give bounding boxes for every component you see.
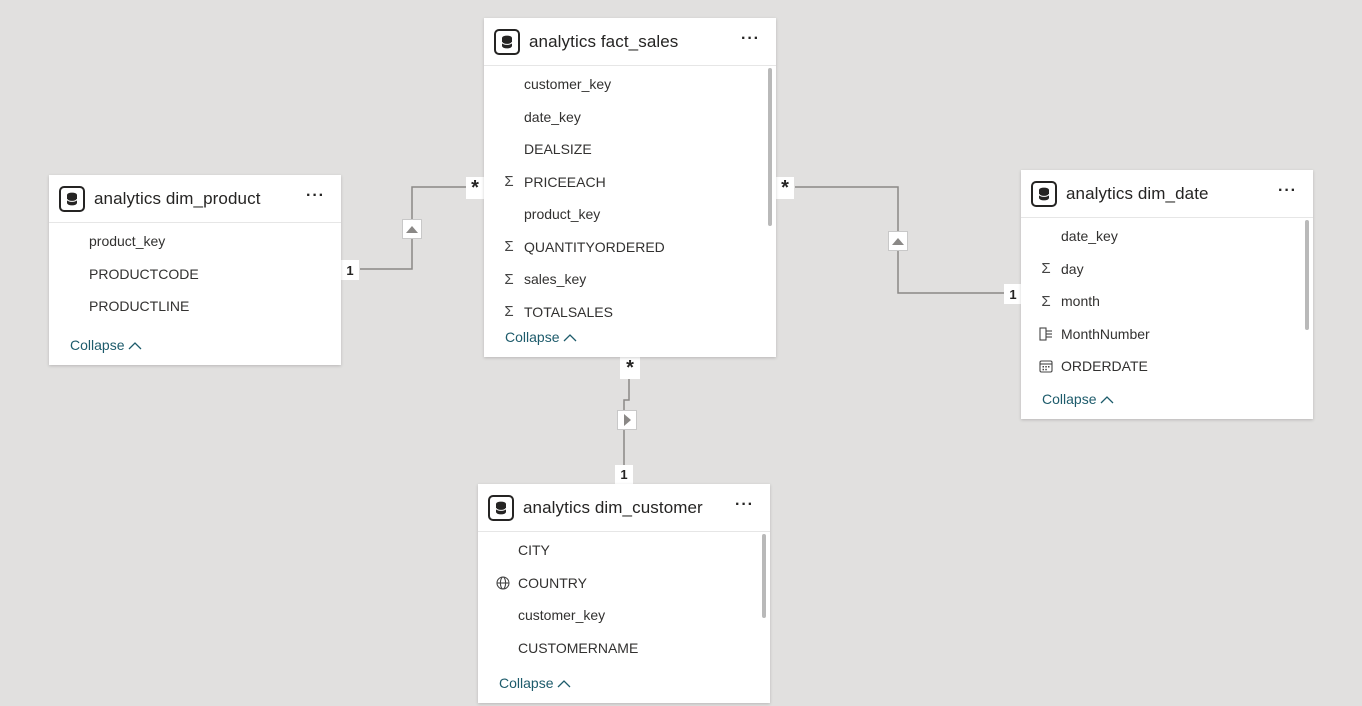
- calendar-icon: [1035, 360, 1057, 373]
- table-cylinder-icon: [59, 185, 85, 212]
- filter-direction-up-icon[interactable]: [888, 231, 908, 251]
- table-title: analytics dim_date: [1066, 183, 1209, 203]
- field-item[interactable]: CUSTOMERNAME: [518, 639, 639, 656]
- relationship-sales-customer[interactable]: [623, 378, 630, 466]
- cardinality-one-customer: 1: [615, 465, 633, 484]
- scrollbar[interactable]: [1305, 220, 1309, 330]
- field-item[interactable]: PRODUCTCODE: [89, 265, 199, 282]
- field-list: CITY COUNTRY customer_key CUSTOMERNAME: [478, 532, 770, 664]
- sigma-icon: Σ: [1041, 260, 1051, 278]
- field-item[interactable]: MonthNumber: [1021, 318, 1313, 351]
- field-item[interactable]: DEALSIZE: [524, 141, 592, 158]
- table-cylinder-icon: [494, 28, 520, 55]
- more-options-button[interactable]: ···: [741, 29, 760, 47]
- card-header: analytics dim_date ···: [1021, 170, 1313, 218]
- collapse-button[interactable]: Collapse: [1042, 391, 1114, 407]
- cardinality-one-product: 1: [341, 260, 359, 280]
- scrollbar[interactable]: [762, 534, 766, 618]
- globe-icon: [492, 576, 514, 590]
- more-options-button[interactable]: ···: [1278, 181, 1297, 199]
- filter-direction-up-icon[interactable]: [402, 219, 422, 239]
- chevron-up-icon: [128, 337, 142, 353]
- cardinality-many-sales-left: *: [466, 177, 484, 199]
- field-item[interactable]: CITY: [518, 542, 550, 559]
- sigma-icon: Σ: [1041, 292, 1051, 310]
- more-options-button[interactable]: ···: [735, 495, 754, 513]
- chevron-up-icon: [557, 675, 571, 691]
- card-header: analytics fact_sales ···: [484, 18, 776, 66]
- cardinality-many-sales-right: *: [776, 177, 794, 199]
- collapse-button[interactable]: Collapse: [505, 329, 577, 345]
- collapse-button[interactable]: Collapse: [70, 337, 142, 353]
- table-card-dim-customer[interactable]: analytics dim_customer ··· CITY COUNTRY …: [478, 484, 770, 703]
- table-card-dim-product[interactable]: analytics dim_product ··· product_key PR…: [49, 175, 341, 365]
- table-title: analytics dim_customer: [523, 497, 703, 517]
- field-item[interactable]: date_key: [524, 108, 581, 125]
- scrollbar[interactable]: [768, 68, 772, 226]
- field-item[interactable]: customer_key: [524, 76, 612, 93]
- field-item[interactable]: date_key: [1061, 228, 1118, 245]
- table-cylinder-icon: [1031, 180, 1057, 207]
- table-card-fact-sales[interactable]: analytics fact_sales ··· customer_key da…: [484, 18, 776, 357]
- sigma-icon: Σ: [504, 270, 514, 288]
- field-item[interactable]: product_key: [89, 233, 166, 250]
- table-title: analytics fact_sales: [529, 31, 679, 51]
- sigma-icon: Σ: [504, 173, 514, 191]
- field-item[interactable]: customer_key: [518, 607, 606, 624]
- chevron-up-icon: [1100, 391, 1114, 407]
- field-item[interactable]: COUNTRY: [478, 567, 770, 600]
- hierarchy-icon: [1035, 327, 1057, 341]
- field-item[interactable]: PRODUCTLINE: [89, 298, 190, 315]
- field-list: product_key PRODUCTCODE PRODUCTLINE: [49, 223, 341, 323]
- table-cylinder-icon: [488, 494, 514, 521]
- table-title: analytics dim_product: [94, 188, 261, 208]
- field-item[interactable]: product_key: [524, 206, 601, 223]
- field-item[interactable]: ORDERDATE: [1021, 350, 1313, 383]
- card-header: analytics dim_customer ···: [478, 484, 770, 532]
- filter-direction-right-icon[interactable]: [617, 410, 637, 430]
- more-options-button[interactable]: ···: [306, 186, 325, 204]
- sigma-icon: Σ: [504, 238, 514, 256]
- sigma-icon: Σ: [504, 303, 514, 318]
- card-header: analytics dim_product ···: [49, 175, 341, 223]
- cardinality-one-date: 1: [1004, 284, 1022, 304]
- chevron-up-icon: [563, 329, 577, 345]
- collapse-button[interactable]: Collapse: [499, 675, 571, 691]
- cardinality-many-sales-bottom: *: [620, 357, 640, 379]
